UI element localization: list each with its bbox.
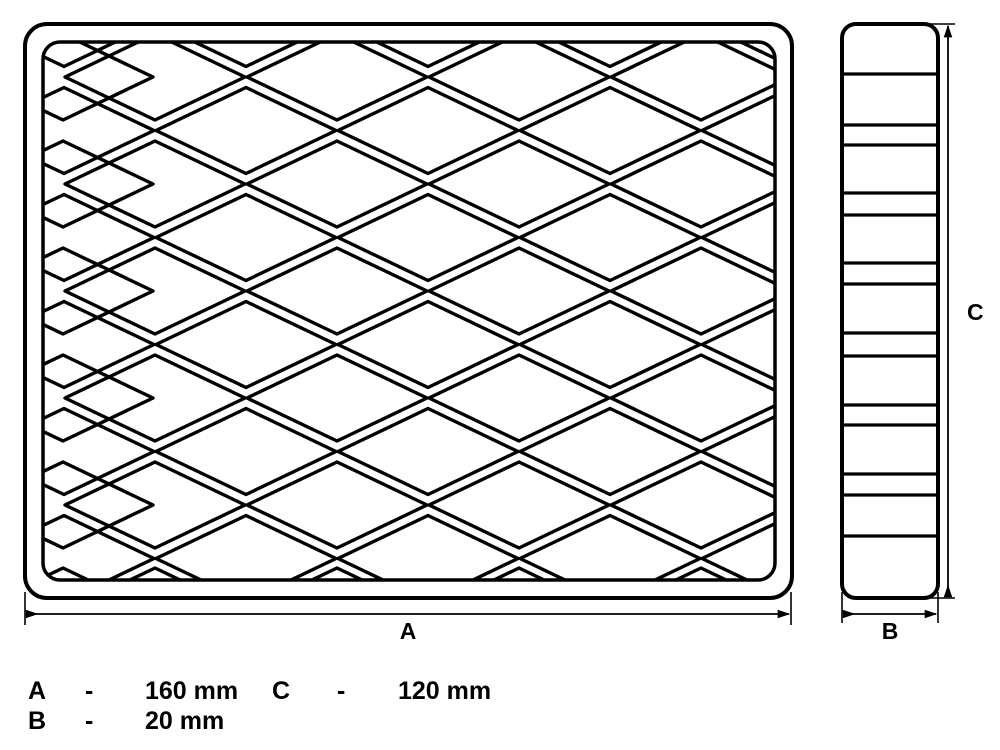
legend-a-value: 160 mm [145, 677, 238, 705]
side-view-group [840, 22, 940, 600]
legend-c-key: C [272, 677, 290, 705]
dimension-legend: A - 160 mm B - 20 mm C - 120 mm [28, 677, 491, 735]
dimension-b-callout: B [882, 618, 899, 644]
diamond-tread-pattern [43, 42, 775, 580]
legend-c-dash: - [337, 677, 345, 705]
dimension-c: C [900, 23, 984, 599]
legend-row-a: A - 160 mm [28, 677, 238, 705]
dimension-b: B [841, 592, 939, 644]
legend-a-dash: - [85, 677, 93, 705]
side-view-outline [840, 22, 940, 600]
top-view-group [23, 22, 794, 600]
dimension-c-callout: C [967, 299, 984, 325]
legend-row-b: B - 20 mm [28, 707, 224, 735]
legend-a-key: A [28, 677, 46, 705]
dimension-a: A [24, 592, 792, 644]
side-view-layer-lines [842, 72, 938, 538]
legend-c-value: 120 mm [398, 677, 491, 705]
legend-b-dash: - [85, 707, 93, 735]
dimension-a-callout: A [400, 618, 417, 644]
legend-b-value: 20 mm [145, 707, 224, 735]
legend-b-key: B [28, 707, 46, 735]
legend-row-c: C - 120 mm [272, 677, 491, 705]
